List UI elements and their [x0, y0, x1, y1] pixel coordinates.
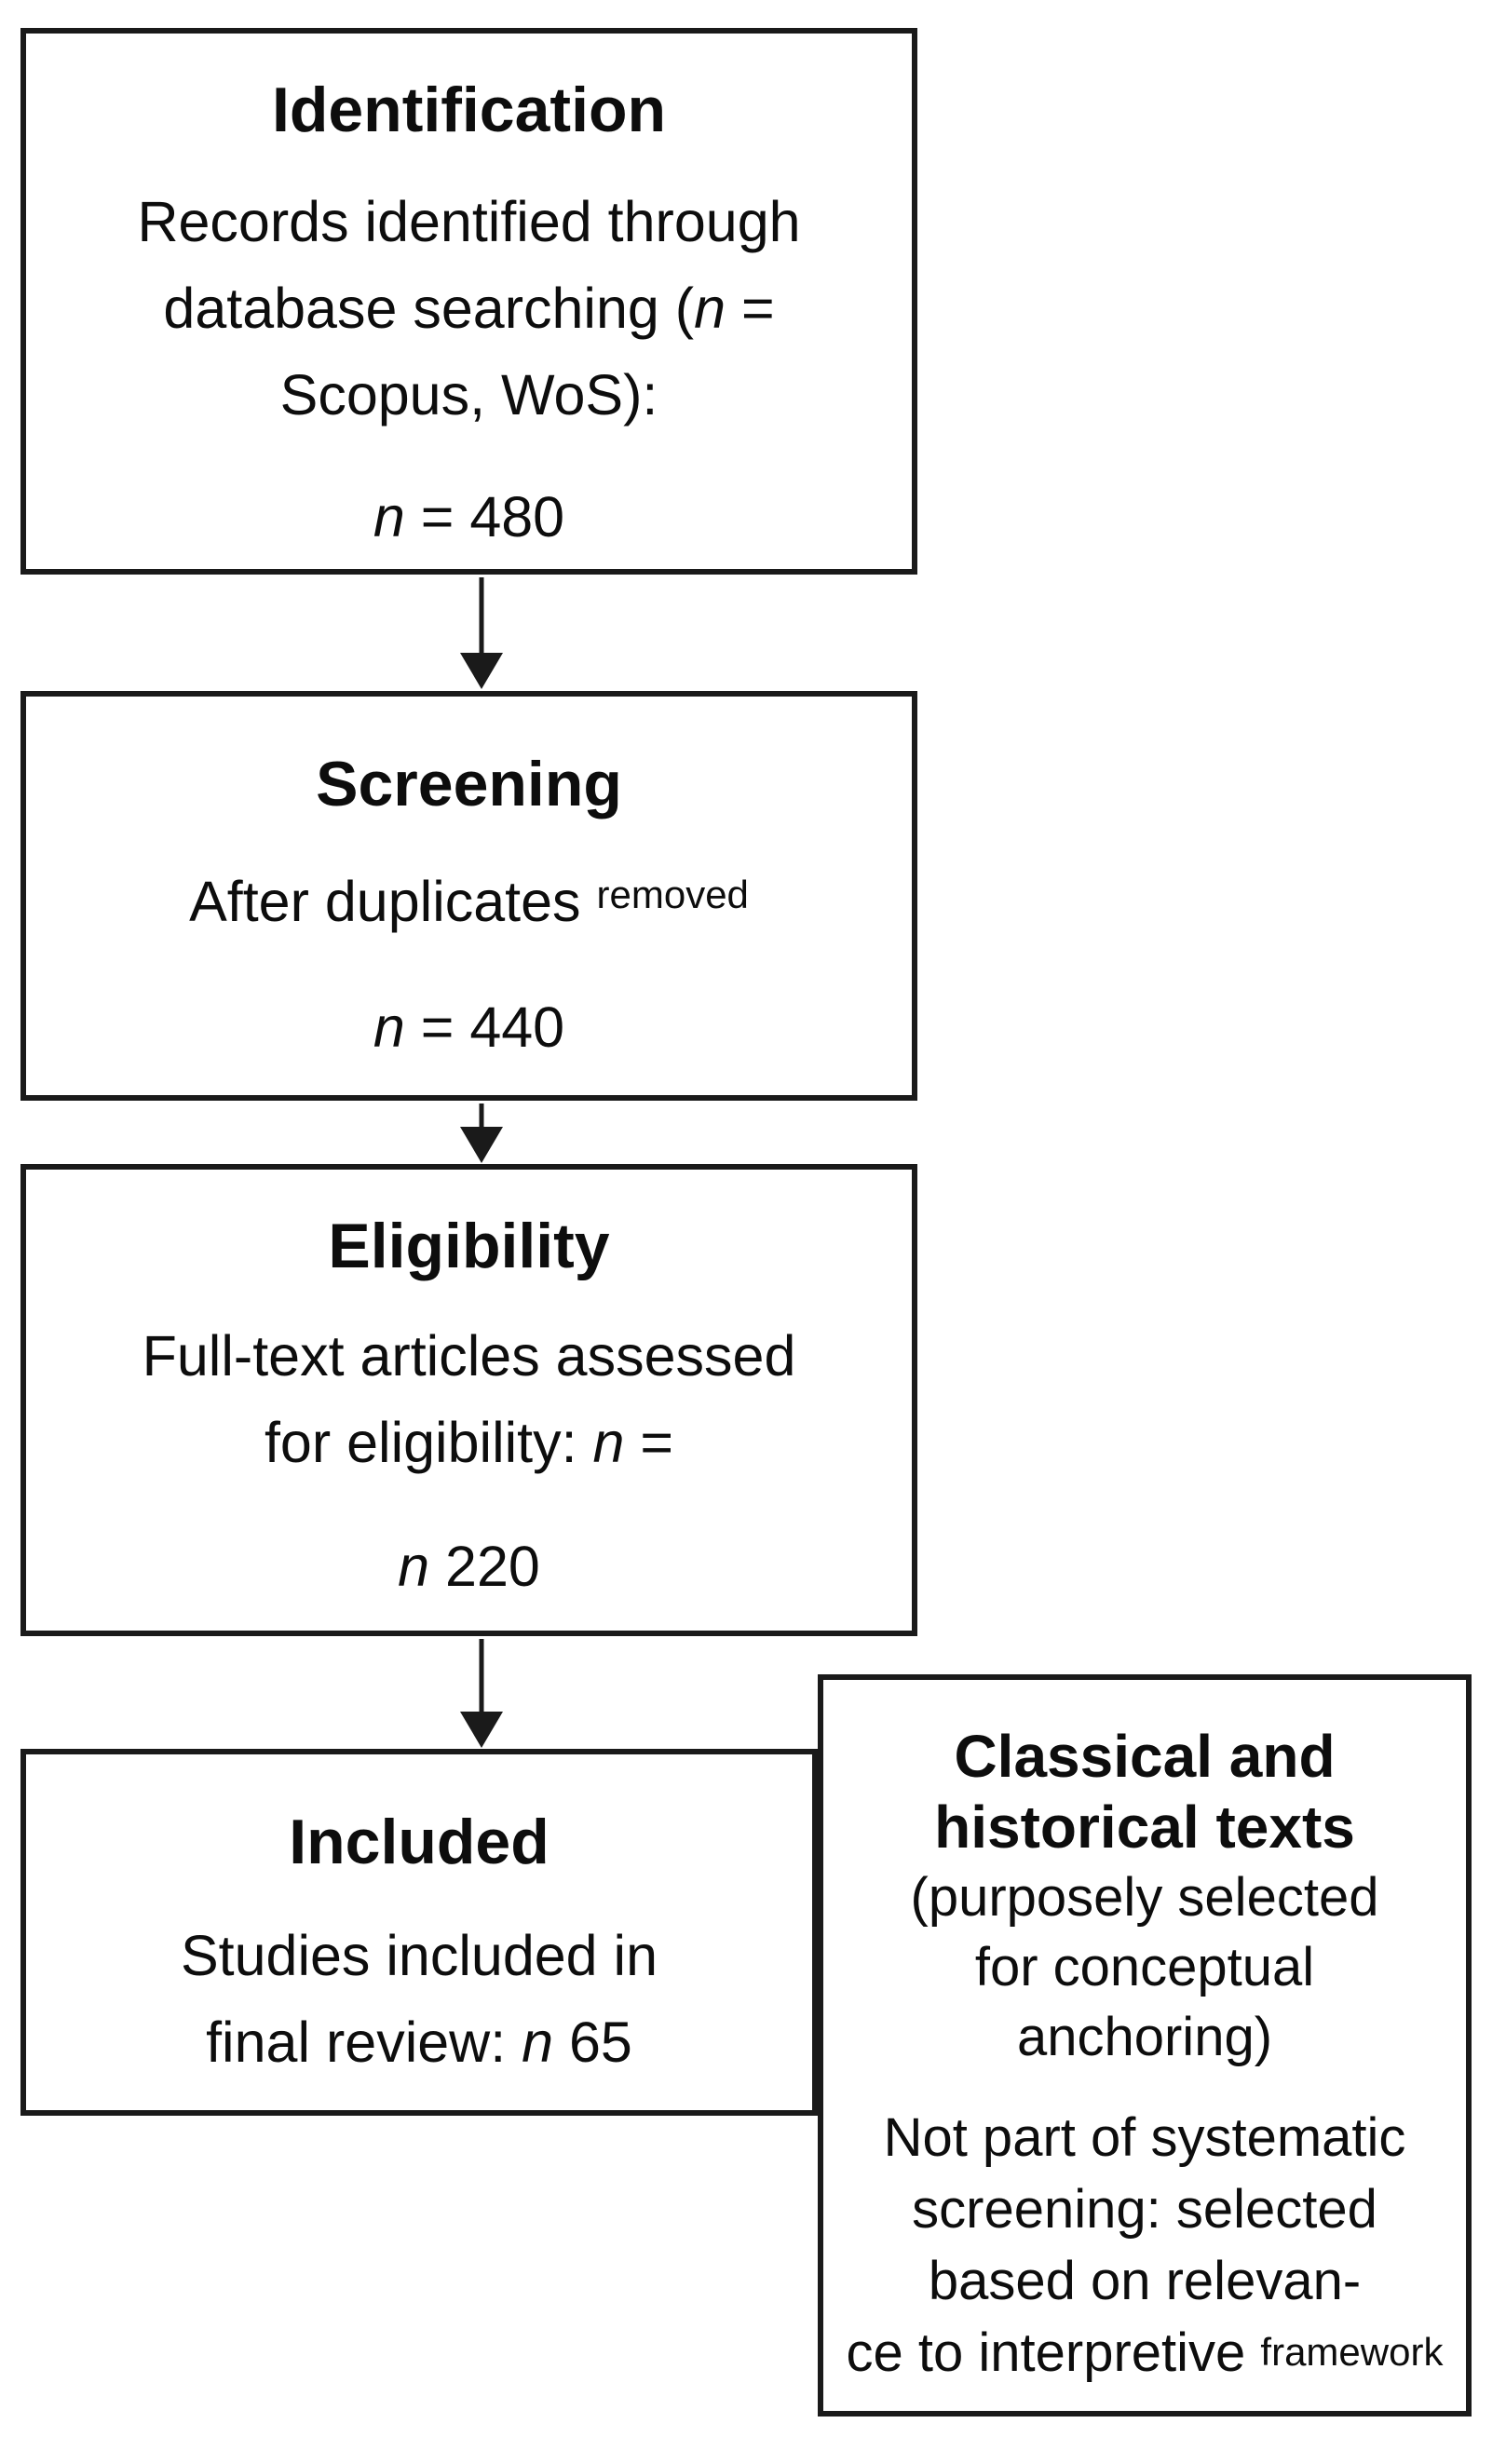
text-part-italic: n: [694, 277, 726, 340]
eligibility-text-line: for eligibility: n =: [26, 1400, 912, 1486]
text-part: ce to interpretive: [846, 2322, 1261, 2383]
screening-count: n = 440: [26, 984, 912, 1071]
text-part-italic: n: [373, 995, 405, 1059]
text-part: Records identified through: [137, 190, 801, 253]
text-part: based on relevan-: [928, 2251, 1362, 2311]
text-part: 220: [429, 1535, 540, 1598]
sidebox-note-line: screening: selected: [823, 2173, 1466, 2245]
sidebox-title-line: Classical and: [954, 1723, 1336, 1790]
identification-title: Identification: [271, 74, 667, 145]
sidebox-note-line: based on relevan-: [823, 2245, 1466, 2317]
sidebox-subtitle-line: anchoring): [1016, 2007, 1273, 2067]
identification-text-line: database searching (n =: [26, 265, 912, 352]
text-part: = 480: [404, 485, 565, 548]
text-part: =: [624, 1411, 674, 1474]
text-part-small: framework: [1260, 2330, 1444, 2374]
text-part: screening: selected: [912, 2179, 1377, 2240]
sidebox-note: Not part of systematic screening: select…: [823, 2102, 1466, 2393]
text-part: for eligibility:: [264, 1411, 593, 1474]
text-part-small-sup: removed: [596, 873, 749, 916]
sidebox-note-line: Not part of systematic: [823, 2102, 1466, 2173]
classical-historical-texts-box: Classical and historical texts (purposel…: [818, 1674, 1472, 2417]
eligibility-box: Eligibility Full-text articles assessed …: [20, 1164, 917, 1636]
text-part: final review:: [206, 2010, 522, 2074]
text-part: =: [726, 277, 775, 340]
text-part: database searching (: [163, 277, 695, 340]
included-box: Included Studies included in final revie…: [20, 1749, 818, 2116]
included-text-line: final review: n 65: [26, 1999, 812, 2086]
text-part: After duplicates: [189, 870, 597, 933]
included-title: Included: [289, 1807, 549, 1877]
sidebox-title-line: historical texts: [934, 1794, 1355, 1861]
eligibility-text-line: Full-text articles assessed: [26, 1313, 912, 1400]
flow-arrow-2-head-icon: [460, 1127, 503, 1163]
screening-box: Screening After duplicates removed n = 4…: [20, 691, 917, 1101]
flow-arrow-1-head-icon: [460, 653, 503, 689]
eligibility-title: Eligibility: [328, 1211, 610, 1281]
identification-text-line: Records identified through: [26, 179, 912, 265]
identification-count: n = 480: [26, 474, 912, 561]
included-text-line: Studies included in: [26, 1913, 812, 1999]
text-part: 65: [553, 2010, 632, 2074]
eligibility-count: n 220: [26, 1523, 912, 1610]
text-part: = 440: [404, 995, 565, 1059]
flow-arrow-3-head-icon: [460, 1712, 503, 1748]
text-part: Studies included in: [180, 1924, 658, 1987]
text-part: Full-text articles assessed: [142, 1324, 796, 1388]
text-part-italic: n: [373, 485, 405, 548]
sidebox-note-line: ce to interpretive framework: [823, 2317, 1466, 2393]
text-part: Scopus, WoS):: [279, 363, 658, 426]
text-part-italic: n: [522, 2010, 554, 2074]
screening-title: Screening: [316, 749, 622, 819]
screening-text-line: After duplicates removed: [26, 859, 912, 951]
identification-box: Identification Records identified throug…: [20, 28, 917, 575]
identification-text-line: Scopus, WoS):: [26, 352, 912, 439]
sidebox-subtitle-line: (purposely selected: [910, 1867, 1379, 1928]
sidebox-subtitle-line: for conceptual: [974, 1937, 1315, 1997]
text-part-italic: n: [398, 1535, 430, 1598]
text-part: Not part of systematic: [883, 2107, 1406, 2168]
text-part-italic: n: [592, 1411, 625, 1474]
